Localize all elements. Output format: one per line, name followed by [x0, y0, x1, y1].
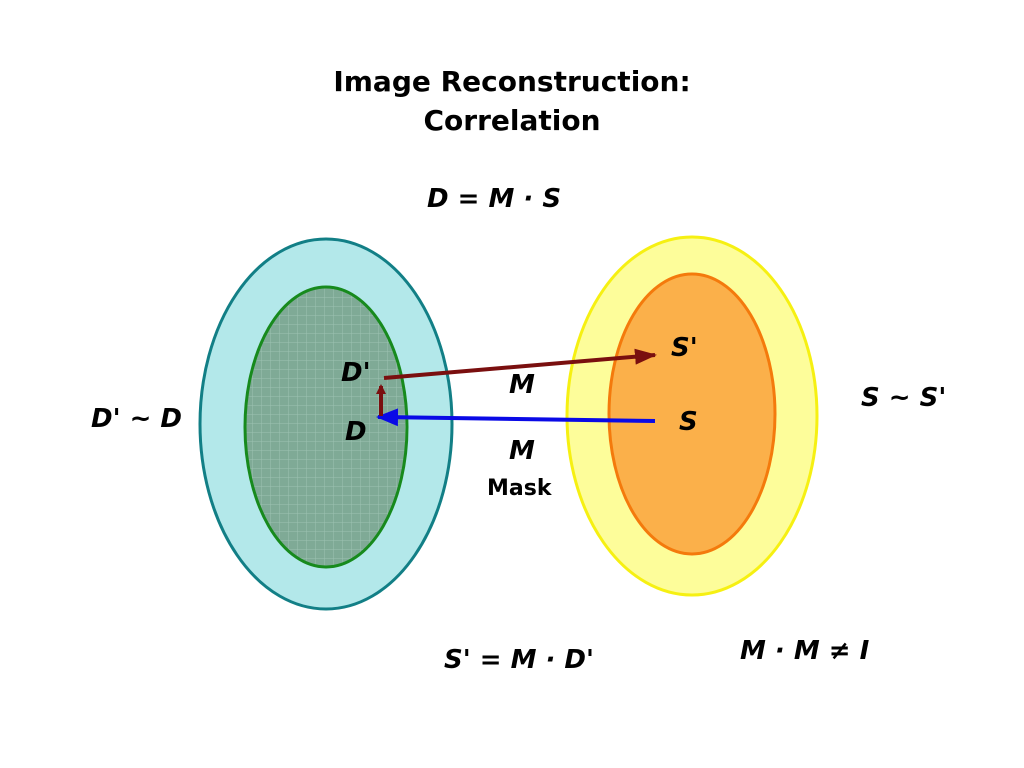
d-prime-label: D' — [341, 358, 371, 388]
reverse-mapping-arrow — [376, 408, 656, 427]
source-space-inner-ellipse — [607, 272, 777, 556]
data-space-inner-ellipse — [243, 285, 409, 569]
forward-equation: D = M · S — [427, 184, 562, 214]
mask-caption: Mask — [487, 476, 552, 501]
s-prime-label: S' — [671, 333, 698, 363]
s-label: S — [679, 407, 698, 437]
identity-inequality: M · M ≠ I — [740, 636, 870, 666]
mask-operator-lower: M — [509, 436, 535, 466]
source-similarity-label: S ~ S' — [861, 383, 947, 413]
d-label: D — [345, 417, 367, 447]
data-similarity-label: D' ~ D — [91, 404, 183, 434]
title-line-2: Correlation — [423, 104, 601, 137]
mask-operator-upper: M — [509, 370, 535, 400]
reverse-equation: S' = M · D' — [444, 645, 594, 675]
title-line-1: Image Reconstruction: — [333, 65, 691, 98]
forward-mapping-arrow — [383, 348, 657, 380]
